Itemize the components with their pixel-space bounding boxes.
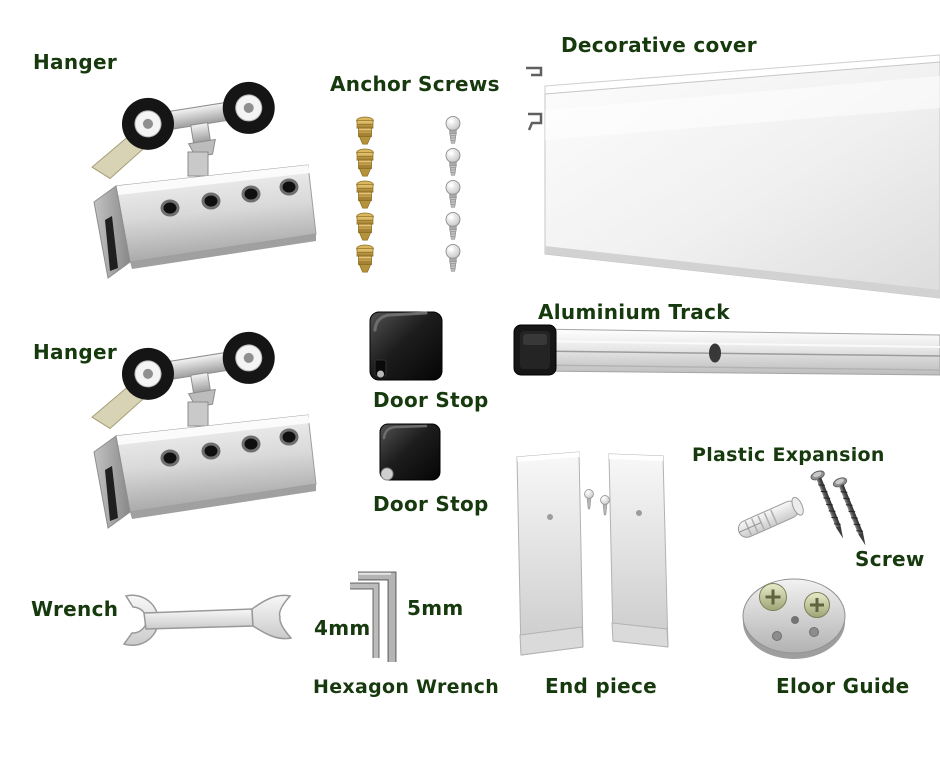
door-stop-2-graphic bbox=[379, 423, 441, 481]
hexagon-wrench-label: Hexagon Wrench bbox=[313, 676, 500, 698]
screw-icon bbox=[445, 116, 461, 144]
track-hole bbox=[709, 343, 721, 363]
plastic-expansion-label: Plastic Expansion bbox=[692, 444, 885, 466]
hanger-graphic-1 bbox=[81, 76, 318, 280]
anchor-label: Anchor bbox=[330, 72, 412, 96]
anchor-icon bbox=[356, 116, 374, 145]
anchor-icon bbox=[356, 244, 374, 273]
door-stop-1-graphic bbox=[369, 311, 443, 381]
anchor-icon bbox=[356, 212, 374, 241]
plastic-anchor bbox=[737, 496, 804, 538]
floor-guide-label: Eloor Guide bbox=[776, 674, 910, 698]
floor-guide-graphic bbox=[742, 578, 846, 659]
hex-4mm-label: 4mm bbox=[314, 616, 371, 640]
aluminium-track-label: Aluminium Track bbox=[538, 300, 730, 324]
end-piece-screw bbox=[600, 495, 610, 516]
plastic-expansion-graphic bbox=[737, 468, 873, 549]
wrench-label: Wrench bbox=[31, 597, 119, 621]
end-piece-screw bbox=[584, 489, 594, 510]
aluminium-track-graphic bbox=[513, 324, 940, 376]
hanger-label-1: Hanger bbox=[33, 50, 118, 74]
screw-icon bbox=[445, 148, 461, 176]
expansion-screw-icon bbox=[831, 475, 873, 549]
end-piece-graphic bbox=[516, 451, 669, 656]
wrench-graphic bbox=[122, 594, 293, 647]
hexagon-wrench-graphic bbox=[350, 571, 397, 662]
door-stop-label-2: Door Stop bbox=[373, 492, 489, 516]
end-piece-label: End piece bbox=[545, 674, 658, 698]
screw-column bbox=[442, 116, 464, 274]
hanger-label-2: Hanger bbox=[33, 340, 118, 364]
hex-5mm-label: 5mm bbox=[407, 596, 464, 620]
hanger-graphic-2 bbox=[81, 326, 318, 530]
screw-icon bbox=[445, 180, 461, 208]
decorative-cover-label: Decorative cover bbox=[561, 33, 757, 57]
door-stop-label-1: Door Stop bbox=[373, 388, 489, 412]
anchor-column bbox=[352, 116, 378, 274]
screw-icon bbox=[445, 244, 461, 272]
decorative-cover-graphic bbox=[526, 54, 940, 299]
screw-icon bbox=[445, 212, 461, 240]
anchor-icon bbox=[356, 180, 374, 209]
screw-label: Screw bbox=[855, 547, 925, 571]
screws-label: Screws bbox=[418, 72, 500, 96]
anchor-icon bbox=[356, 148, 374, 177]
